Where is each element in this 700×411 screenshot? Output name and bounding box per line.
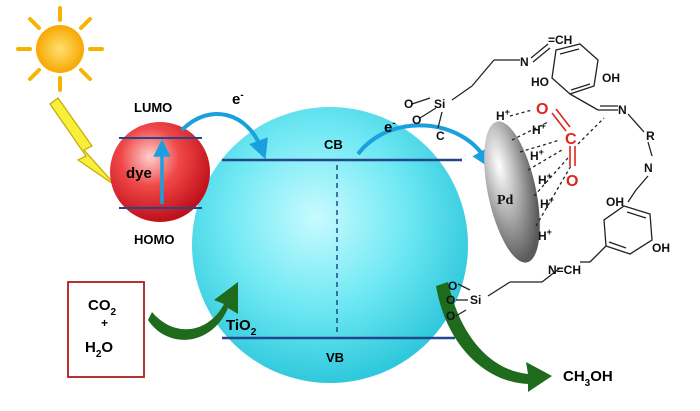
plus-sign: + [101,316,108,330]
electron-label-2: e- [384,118,396,136]
upper-c: C [436,129,445,143]
lower-o-2: O [446,293,455,307]
pd-label: Pd [497,193,514,208]
electron-transfer-arrow-cb-to-pd [356,123,491,169]
co2-o-top: O [536,101,548,118]
lower-imine-nch: N=CH [548,263,581,277]
hplus-1: H+ [496,107,510,123]
upper-imine-ch: =CH [548,33,572,47]
reactant-box [67,281,145,378]
hplus-4: H+ [538,171,552,187]
tio2-label: TiO2 [226,317,257,338]
tio2-sphere [192,107,468,383]
hplus-3: H+ [530,147,544,163]
lower-o-1: O [448,279,457,293]
hplus-5: H+ [540,195,554,211]
h2o-reactant-label: H2O [85,339,113,360]
top-ring-ho: HO [531,75,549,89]
sun-icon [16,6,104,92]
hplus-2: H+ [532,121,546,137]
co2-o-bottom: O [566,173,578,190]
hplus-6: H+ [538,227,552,243]
lower-ring-oh-right: OH [652,241,670,255]
reactant-inflow-arrow [148,282,238,340]
upper-si: Si [434,97,445,111]
upper-o-2: O [412,113,421,127]
homo-label: HOMO [134,232,174,247]
lumo-label: LUMO [134,100,172,115]
electron-transfer-arrow-dye-to-cb [180,112,268,160]
co2-c: C [565,131,577,148]
lightning-bolt-icon [49,97,117,187]
lower-si: Si [470,293,481,307]
methanol-product-label: CH3OH [563,368,613,389]
pd-particle [484,121,540,263]
lower-n: N [644,161,653,175]
r-group: R [646,129,655,143]
top-ring-oh: OH [602,71,620,85]
product-outflow-arrow [436,282,552,392]
lower-o-3: O [446,309,455,323]
co2-adsorbed-molecule [551,108,576,166]
dye-sphere [110,122,210,222]
dye-label: dye [126,165,152,182]
electron-label-1: e- [232,90,244,108]
upper-imine-n: N [520,55,529,69]
central-n: N [618,103,627,117]
co2-reactant-label: CO2 [88,297,117,318]
vb-label: VB [326,350,344,365]
cb-label: CB [324,137,343,152]
lower-ring-oh-top: OH [606,195,624,209]
salen-ligand-structure [411,43,653,317]
upper-o-1: O [404,97,413,111]
